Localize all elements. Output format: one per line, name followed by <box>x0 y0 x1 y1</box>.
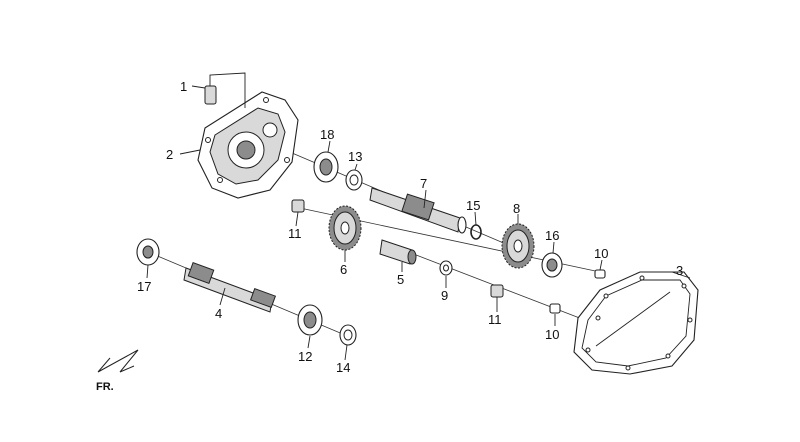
final-shaft-part-4 <box>183 262 277 313</box>
label-part-1: 1 <box>180 79 187 94</box>
label-part-11-lower: 11 <box>488 312 502 327</box>
oil-seal-part-14 <box>339 324 357 346</box>
gear-part-8 <box>501 223 535 269</box>
transmission-cover-part-2 <box>197 91 299 199</box>
front-arrow-icon <box>97 349 139 373</box>
front-direction-label: FR. <box>96 381 114 393</box>
label-part-10-upper: 10 <box>594 246 608 261</box>
leader-lines <box>146 85 691 361</box>
bearing-part-17 <box>136 238 160 266</box>
gear-part-6 <box>328 205 362 251</box>
bearing-part-16 <box>541 252 563 278</box>
label-part-14: 14 <box>336 360 350 375</box>
label-part-11-upper: 11 <box>288 226 302 241</box>
label-part-9: 9 <box>441 288 448 303</box>
front-direction-indicator: FR. <box>96 349 139 393</box>
circlip-part-15 <box>470 224 482 240</box>
label-part-15: 15 <box>466 198 480 213</box>
label-part-7: 7 <box>420 176 427 191</box>
label-part-13: 13 <box>348 149 362 164</box>
bearing-part-12 <box>297 304 323 336</box>
washer-part-9 <box>439 260 453 276</box>
bearing-part-18 <box>313 151 339 183</box>
dowel-part-11-lower <box>490 284 504 298</box>
drive-shaft-part-7 <box>369 187 467 234</box>
label-part-6: 6 <box>340 262 347 277</box>
label-part-17: 17 <box>137 279 151 294</box>
label-part-4: 4 <box>215 306 222 321</box>
label-part-18: 18 <box>320 127 334 142</box>
label-part-5: 5 <box>397 272 404 287</box>
label-part-12: 12 <box>298 349 312 364</box>
gasket-part-3 <box>573 271 699 375</box>
oil-seal-part-13 <box>345 169 363 191</box>
label-part-10-lower: 10 <box>545 327 559 342</box>
label-part-8: 8 <box>513 201 520 216</box>
dowel-part-11-upper <box>291 199 305 213</box>
part-labels: 1 2 3 4 5 6 7 8 9 10 10 11 11 12 13 14 1… <box>137 79 683 375</box>
label-part-3: 3 <box>676 263 683 278</box>
breather-tube-part-1 <box>204 72 246 108</box>
dowel-pin-part-10-upper <box>594 269 606 279</box>
pinion-part-5 <box>379 239 417 265</box>
dowel-pin-part-10-lower <box>549 303 561 314</box>
label-part-16: 16 <box>545 228 559 243</box>
label-part-2: 2 <box>166 147 173 162</box>
